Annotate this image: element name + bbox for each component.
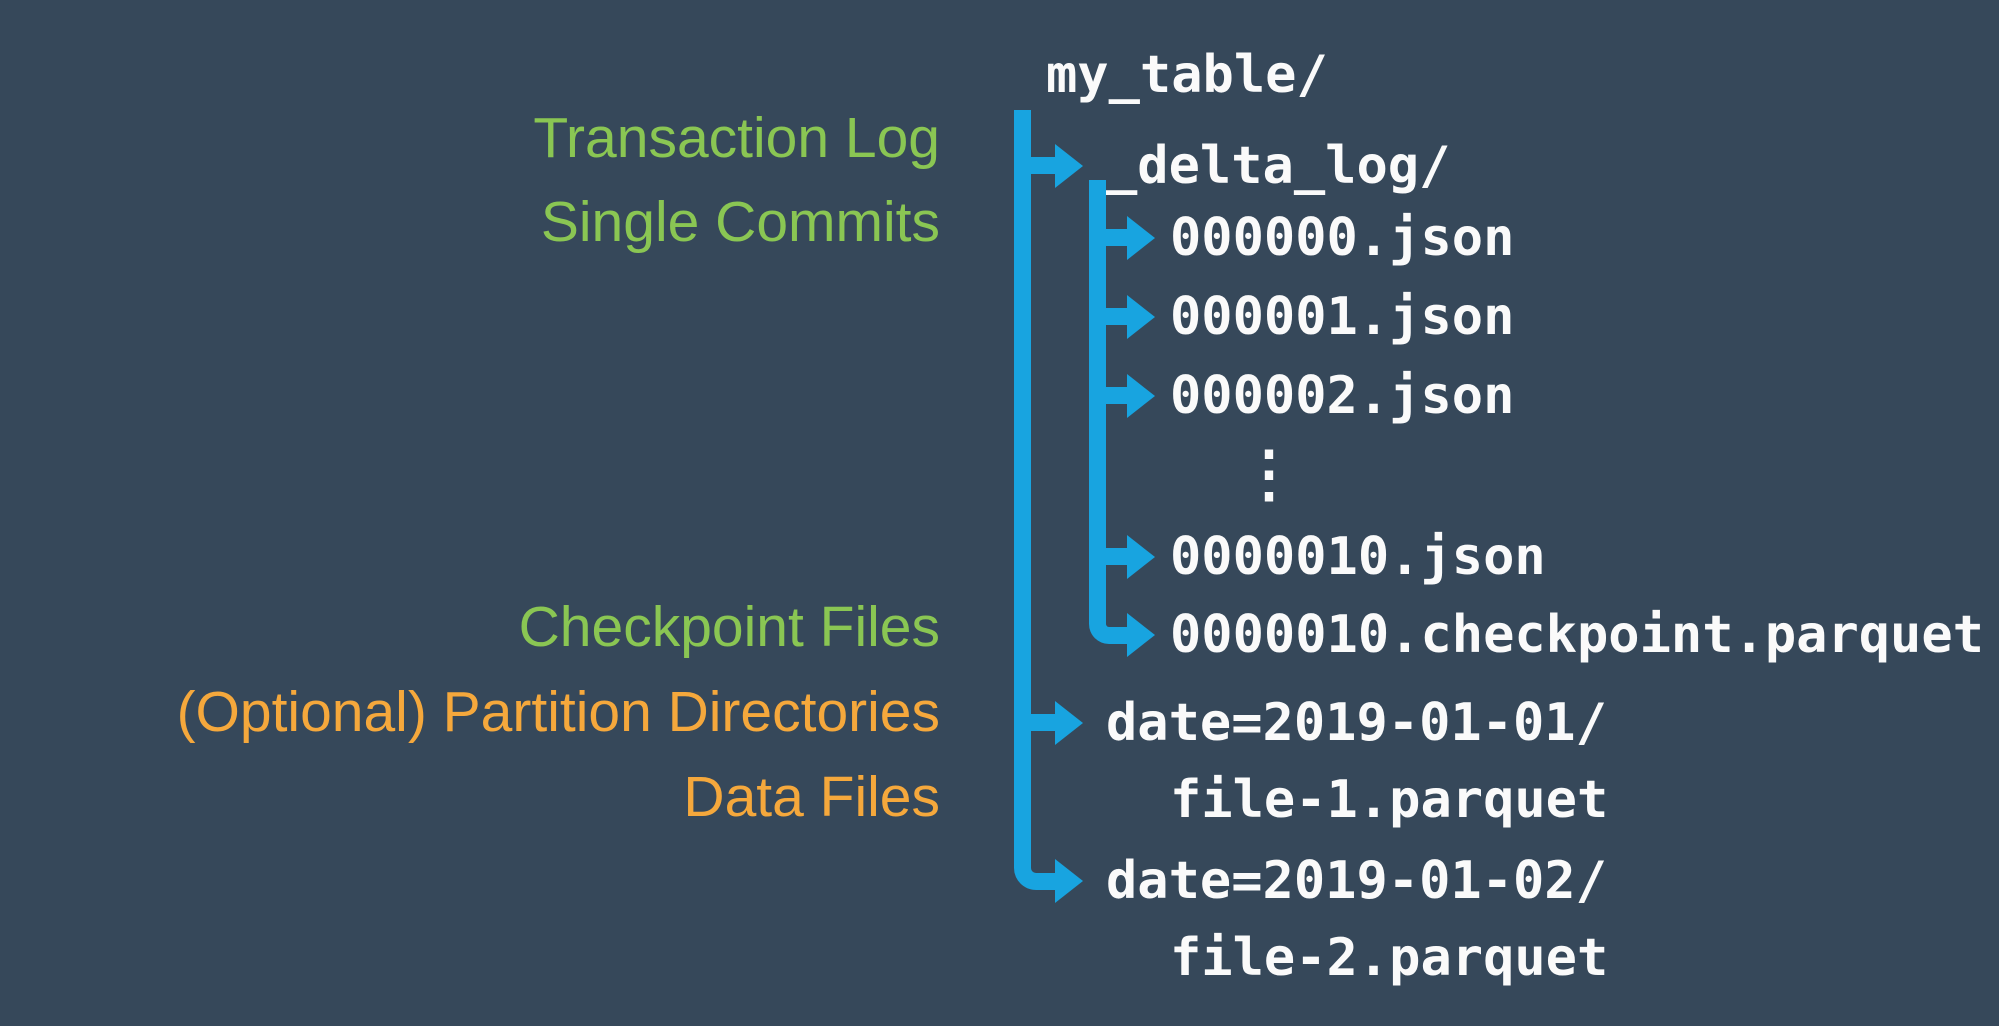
label-checkpoint-files: Checkpoint Files	[518, 595, 940, 659]
arrow-stem-commit-0	[1106, 229, 1127, 246]
arrowhead-icon-date-2	[1055, 859, 1083, 903]
arrowhead-icon-delta-log	[1055, 144, 1083, 188]
ellipsis-dots: ⋮	[1238, 437, 1300, 510]
tree-item-commit-json-10: 0000010.json	[1170, 527, 1546, 587]
arrow-stem-date-1	[1031, 714, 1055, 731]
tree-item-data-file-2: file-2.parquet	[1170, 928, 1609, 988]
label-data-files: Data Files	[683, 765, 940, 829]
arrowhead-icon-commit-10	[1127, 535, 1155, 579]
arrowhead-icon-date-1	[1055, 701, 1083, 745]
tree-item-commit-json-0: 000000.json	[1170, 208, 1515, 268]
tree-item-root-dir: my_table/	[1046, 45, 1328, 105]
tree-item-checkpoint-file: 0000010.checkpoint.parquet	[1170, 605, 1984, 665]
tree-item-commit-json-2: 000002.json	[1170, 366, 1515, 426]
tree-item-partition-dir-1: date=2019-01-01/	[1106, 693, 1607, 753]
tree-item-commit-json-1: 000001.json	[1170, 287, 1515, 347]
tree-line-inner	[1089, 180, 1127, 644]
tree-item-data-file-1: file-1.parquet	[1170, 770, 1609, 830]
arrowhead-icon-commit-2	[1127, 374, 1155, 418]
arrowhead-icon-checkpoint	[1127, 613, 1155, 657]
arrow-stem-commit-1	[1106, 308, 1127, 325]
tree-item-partition-dir-2: date=2019-01-02/	[1106, 851, 1607, 911]
label-transaction-log: Transaction Log	[533, 106, 940, 170]
tree-item-delta-log-dir: _delta_log/	[1106, 136, 1451, 196]
label-block-files: Checkpoint Files (Optional) Partition Di…	[0, 585, 940, 840]
arrow-stem-delta-log	[1031, 157, 1055, 174]
tree-line-outer	[1014, 110, 1055, 890]
arrow-stem-commit-2	[1106, 387, 1127, 404]
arrow-stem-commit-10	[1106, 548, 1127, 565]
label-partition-directories: (Optional) Partition Directories	[176, 680, 940, 744]
label-block-transaction-log: Transaction Log Single Commits	[0, 96, 940, 264]
arrowhead-icon-commit-1	[1127, 295, 1155, 339]
arrowhead-icon-commit-0	[1127, 216, 1155, 260]
label-single-commits: Single Commits	[540, 190, 940, 254]
